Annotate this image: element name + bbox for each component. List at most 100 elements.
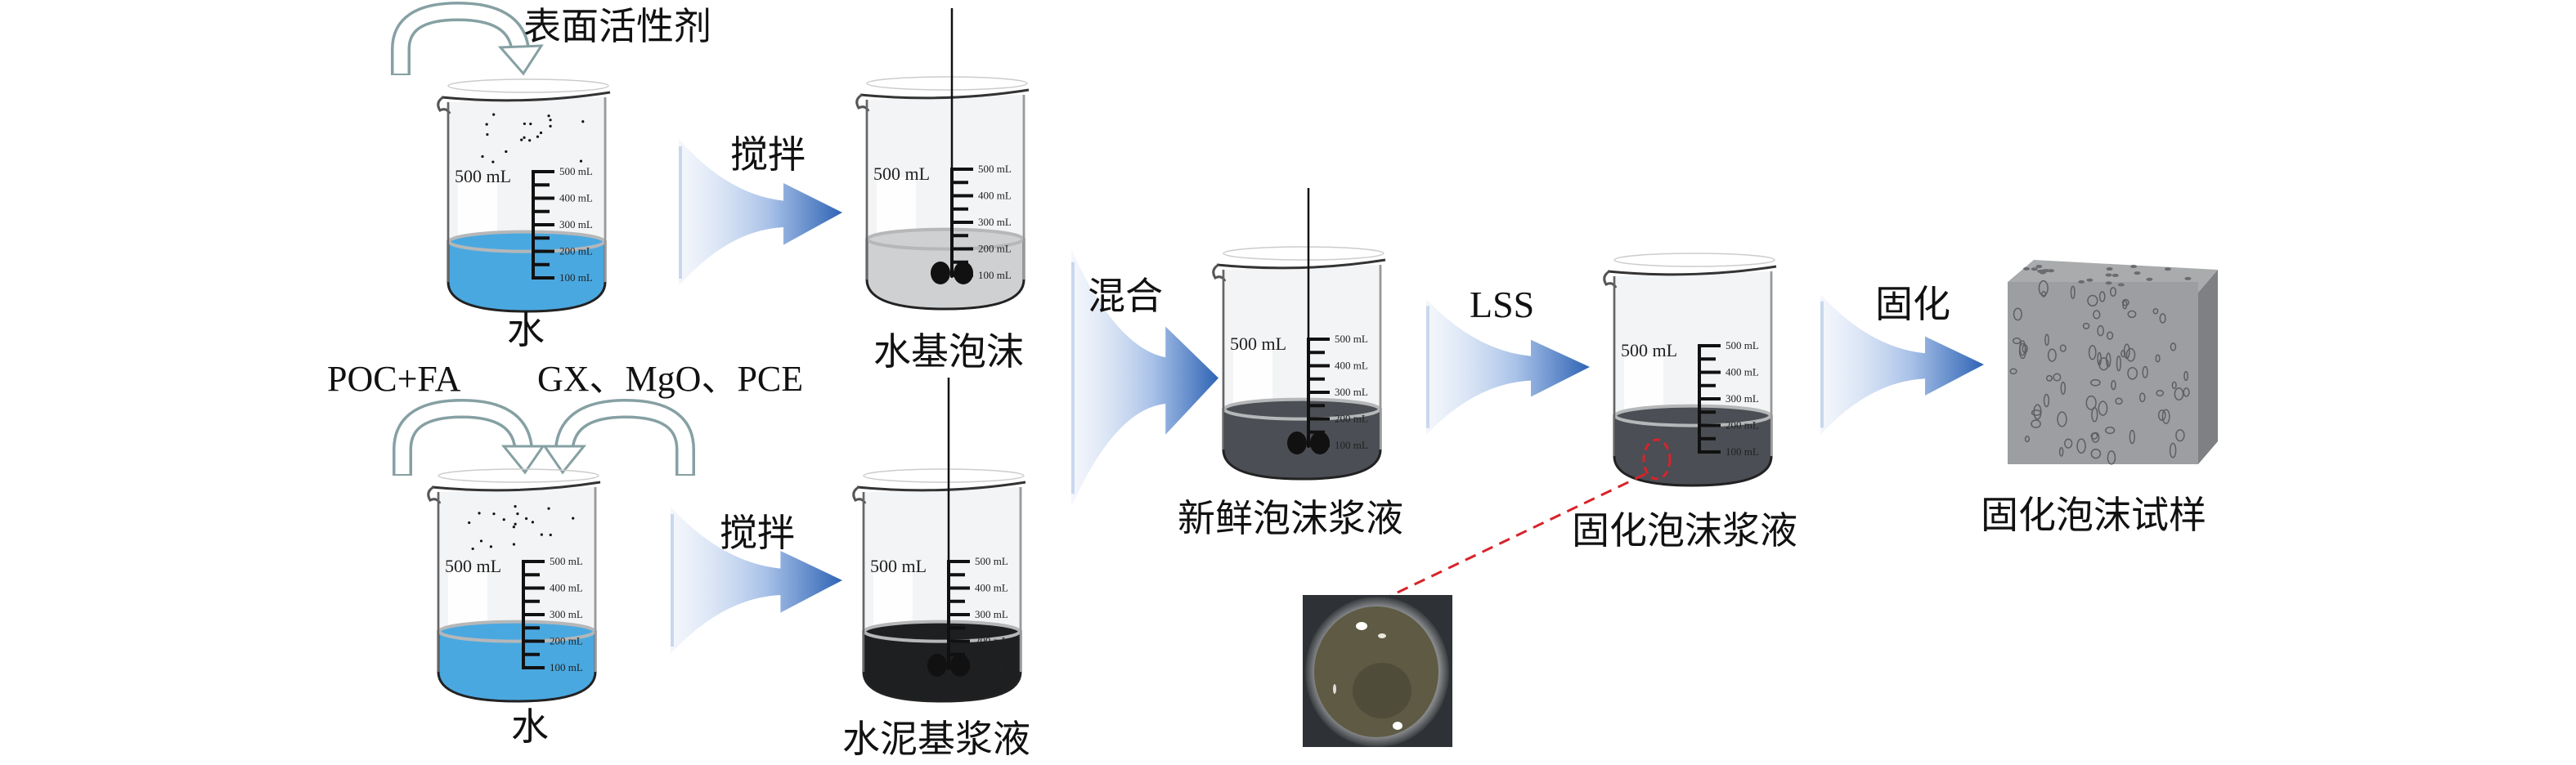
scale-label: 200 mL	[1726, 419, 1759, 432]
label-cure: 固化	[1875, 284, 1950, 325]
pore	[2024, 435, 2031, 443]
scale-label: 500 mL	[559, 165, 593, 177]
pore	[2098, 291, 2106, 302]
beaker-rim	[1613, 253, 1775, 267]
pore	[2106, 331, 2114, 340]
fan-arrow-shape	[1426, 299, 1590, 435]
pore	[2076, 438, 2086, 454]
scale-label: 500 mL	[1335, 333, 1368, 345]
scale-label: 100 mL	[1726, 445, 1759, 458]
pore	[2155, 354, 2161, 363]
pore	[2090, 448, 2102, 459]
scale-label: 200 mL	[1335, 413, 1368, 425]
pore	[2088, 345, 2097, 360]
pore	[2043, 393, 2050, 408]
beaker-lip	[441, 91, 611, 102]
particles	[481, 113, 585, 163]
scale-label: 500 mL	[1726, 339, 1759, 351]
glass-highlight	[448, 570, 487, 631]
pore	[2175, 429, 2185, 442]
beaker-lip	[1216, 258, 1386, 270]
pore	[2156, 389, 2165, 397]
pore	[2038, 280, 2049, 297]
pore	[2033, 404, 2042, 420]
label-mix: 混合	[1088, 275, 1163, 317]
fan-arrow-stir-top-icon	[679, 139, 842, 286]
scale-label: 100 mL	[1335, 439, 1368, 451]
pore	[2127, 366, 2138, 380]
fan-arrow-edge	[671, 514, 674, 646]
pore	[2105, 352, 2112, 368]
pore	[2122, 300, 2128, 310]
pore	[2086, 278, 2094, 282]
scale-label: 100 mL	[975, 661, 1008, 673]
beaker-liquid	[447, 240, 607, 313]
beaker-liquid	[437, 630, 597, 703]
glass-highlight	[873, 570, 913, 631]
glass-highlight	[877, 177, 916, 239]
stirrer-icon	[927, 378, 970, 677]
pore	[2090, 378, 2101, 387]
pore	[2174, 387, 2184, 401]
pore	[2009, 368, 2017, 375]
fan-arrow-shape	[1071, 249, 1218, 507]
pore	[2078, 280, 2085, 284]
pore	[2057, 411, 2067, 427]
scale-label: 300 mL	[978, 216, 1012, 228]
stirrer-icon	[1287, 188, 1330, 454]
capacity-label: 500 mL	[870, 556, 927, 576]
beaker-lip	[431, 481, 601, 492]
pore	[2129, 429, 2135, 445]
scale-label: 400 mL	[978, 190, 1012, 202]
pore	[2138, 392, 2146, 403]
pore	[2085, 395, 2097, 410]
pore	[2039, 271, 2046, 275]
scale-label: 300 mL	[1726, 392, 1759, 405]
scale-label: 400 mL	[559, 192, 593, 204]
scale-label: 500 mL	[550, 555, 583, 567]
pore	[2127, 310, 2137, 319]
scale-label: 100 mL	[978, 269, 1012, 281]
fan-arrow-lss-icon	[1426, 299, 1590, 435]
pore	[2183, 370, 2188, 382]
scale-label: 300 mL	[975, 608, 1008, 620]
curved-arrow-poc-fa-icon	[393, 398, 545, 476]
pore	[2031, 267, 2038, 271]
pore	[2157, 409, 2166, 421]
pore	[2105, 273, 2112, 277]
beaker-rim	[1223, 246, 1384, 261]
pore	[2134, 271, 2141, 275]
pore	[2146, 277, 2153, 281]
fan-arrow-shape	[1820, 294, 1984, 435]
cured-foam-sample-cube	[2008, 260, 2218, 465]
label-additives-gx-mgo-pce: GX、MgO、PCE	[537, 359, 803, 399]
beaker-rim	[438, 468, 599, 483]
capacity-label: 500 mL	[455, 166, 511, 186]
pore	[2184, 276, 2192, 280]
graduation-scale	[532, 170, 554, 280]
beaker-lip	[856, 481, 1026, 492]
pore	[2093, 310, 2101, 320]
pore	[2161, 409, 2170, 424]
fan-arrow-cure-icon	[1820, 294, 1984, 435]
pore	[2087, 294, 2098, 306]
label-additives-poc-fa: POC+FA	[327, 359, 461, 399]
pore	[2070, 285, 2076, 299]
pore	[2117, 283, 2125, 287]
capacity-label: 500 mL	[445, 556, 501, 576]
graduation-scale	[522, 560, 545, 669]
pore	[2047, 348, 2057, 362]
glass-highlight	[1624, 354, 1663, 415]
pore	[2111, 380, 2116, 391]
pore	[2112, 273, 2119, 277]
fan-arrow-edge	[1426, 306, 1429, 428]
scale-label: 500 mL	[975, 555, 1008, 567]
capacity-label: 500 mL	[1230, 333, 1286, 354]
pore	[2105, 426, 2116, 435]
fan-arrow-shape	[671, 507, 842, 654]
fan-arrow-edge	[1820, 301, 1824, 428]
